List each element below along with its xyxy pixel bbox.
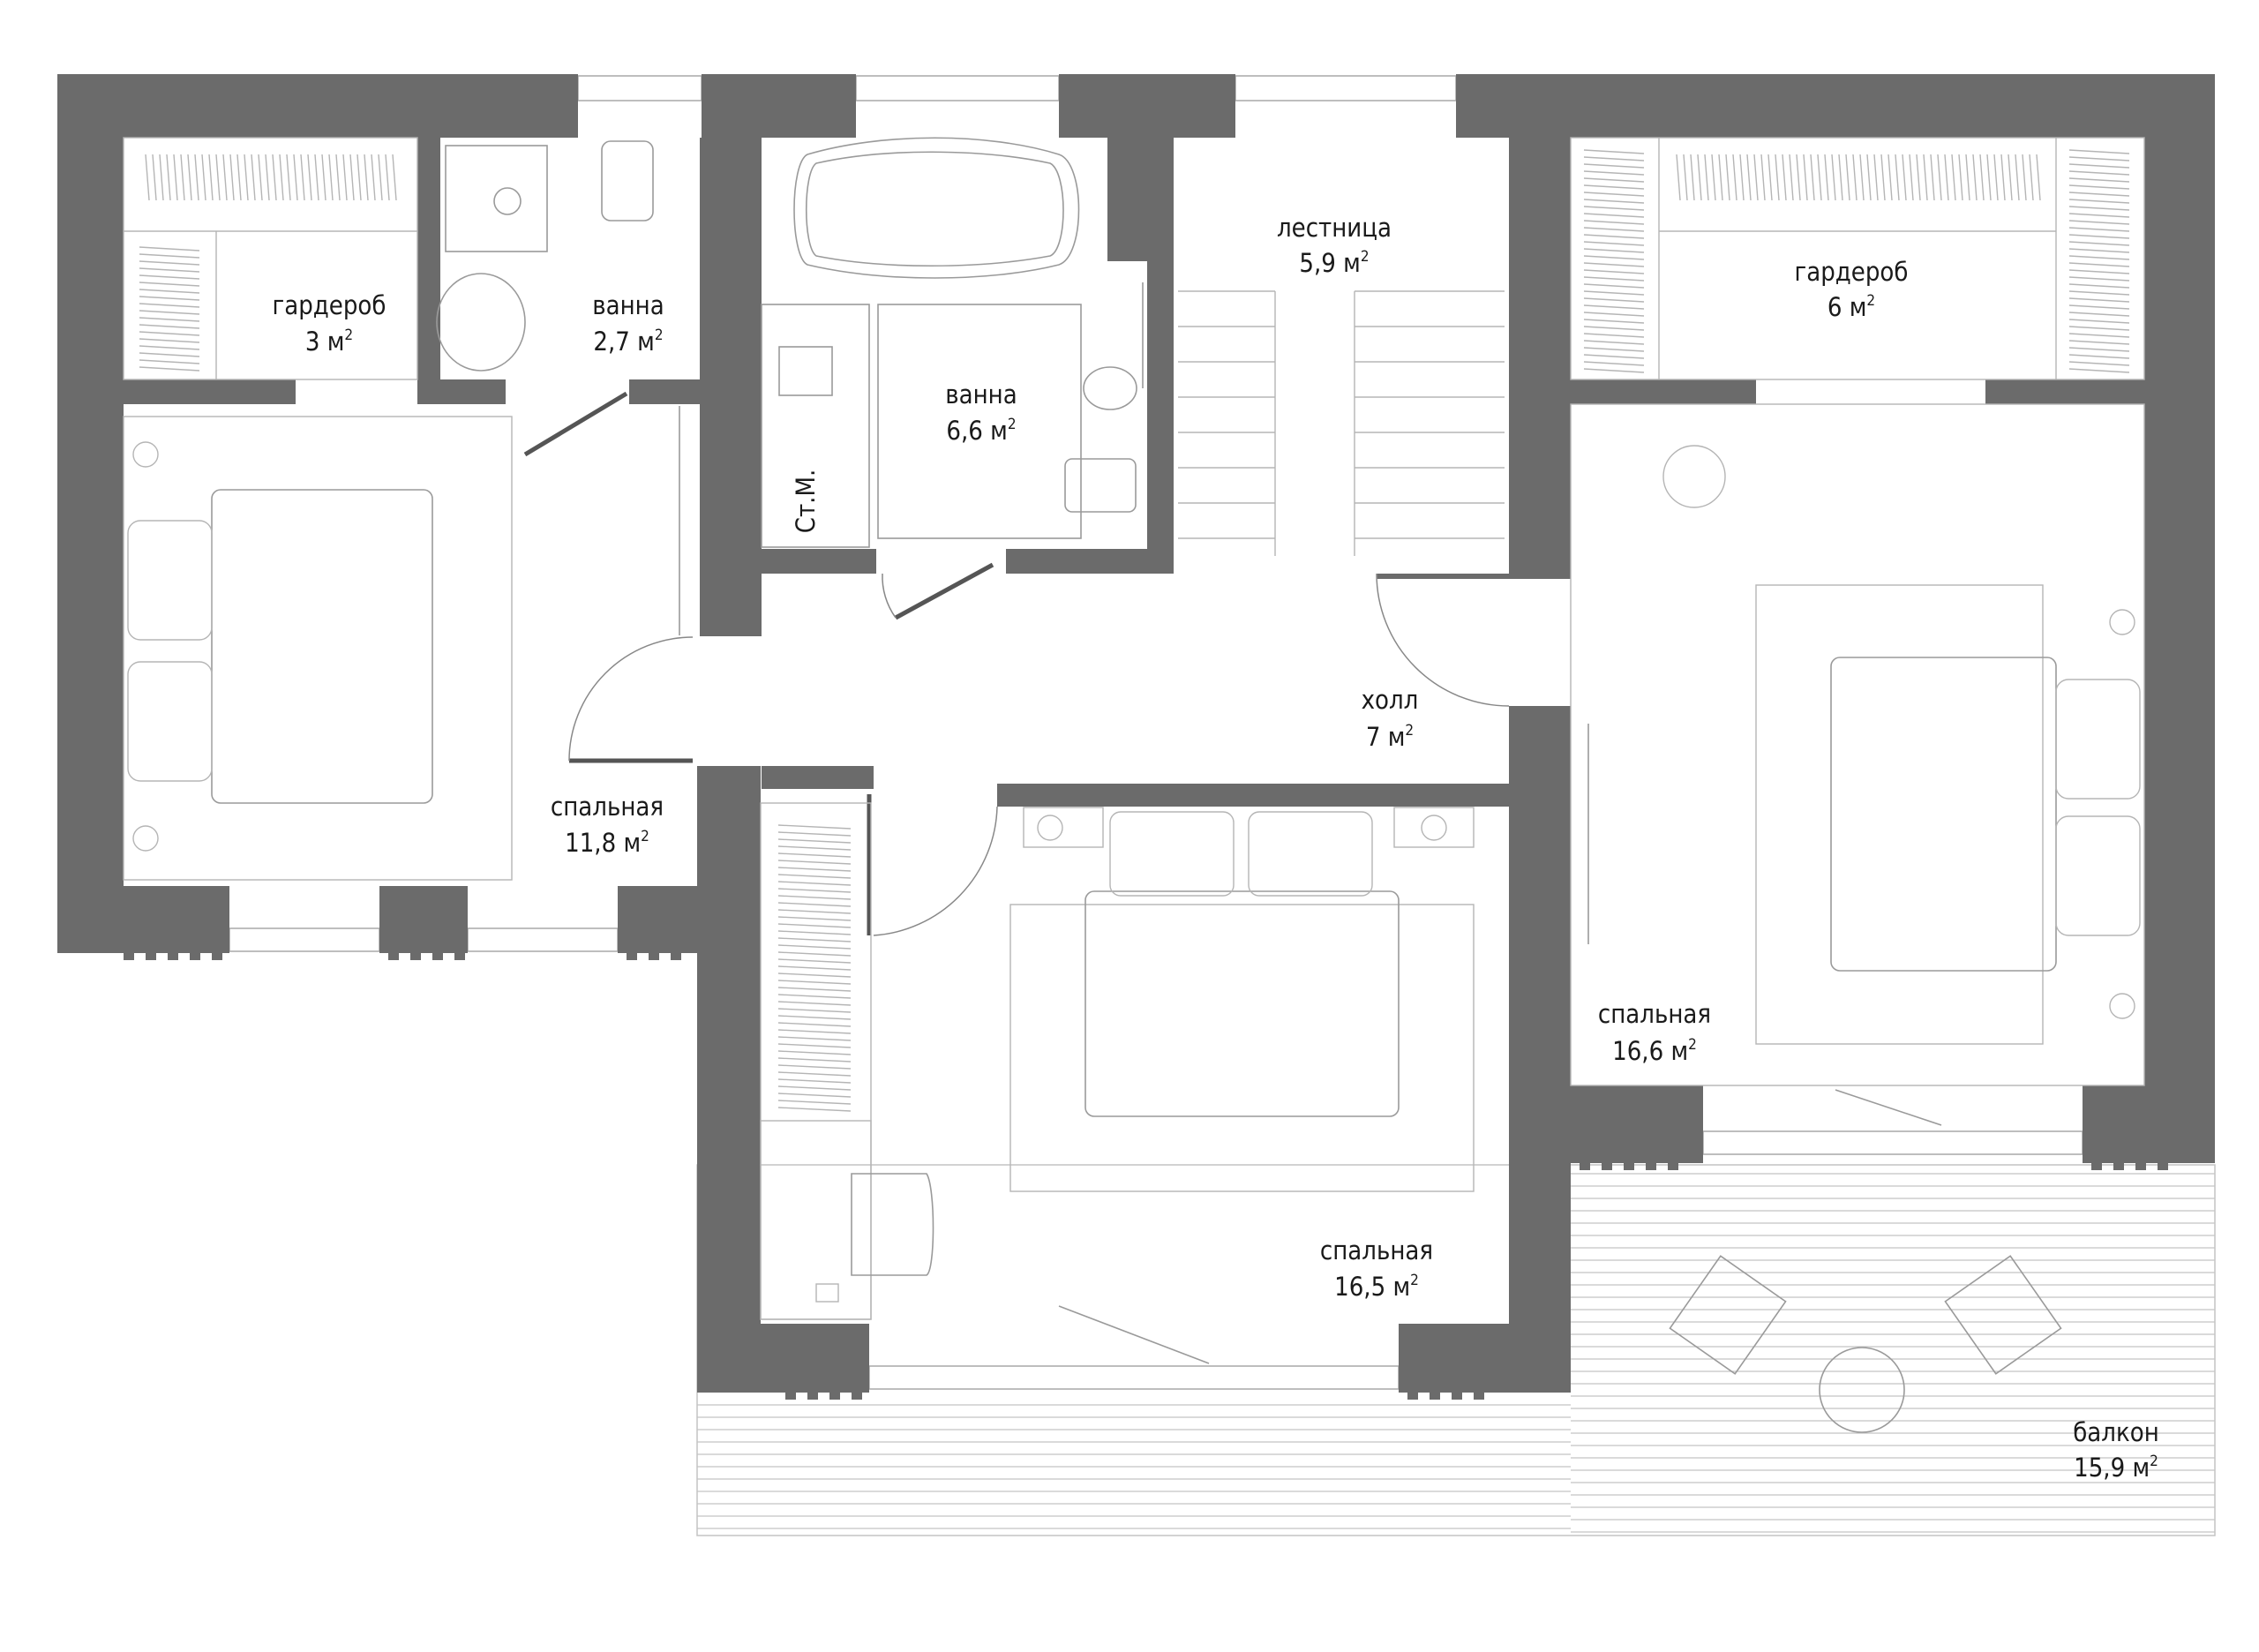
svg-text:16,5 м2: 16,5 м2	[1334, 1272, 1419, 1302]
label-laundry: Ст.М.	[791, 469, 821, 534]
doors	[523, 391, 1942, 1364]
svg-text:гардероб: гардероб	[273, 290, 387, 320]
label-wardrobe-large: гардероб 6 м2	[1795, 257, 1909, 322]
label-bath-large: ванна 6,6 м2	[945, 379, 1017, 446]
label-bath-small: ванна 2,7 м2	[592, 290, 664, 357]
sill-ticks	[124, 953, 2168, 1400]
svg-text:16,6 м2: 16,6 м2	[1612, 1036, 1697, 1066]
label-hall: холл 7 м2	[1362, 685, 1419, 752]
svg-text:гардероб: гардероб	[1795, 257, 1909, 287]
svg-text:6 м2: 6 м2	[1827, 292, 1875, 322]
svg-text:15,9 м2: 15,9 м2	[2074, 1453, 2158, 1483]
svg-text:спальная: спальная	[1598, 999, 1711, 1029]
svg-text:ванна: ванна	[592, 290, 664, 320]
label-stairs: лестница 5,9 м2	[1277, 213, 1392, 278]
label-bedroom-right: спальная 16,6 м2	[1598, 999, 1711, 1066]
svg-text:6,6 м2: 6,6 м2	[946, 416, 1016, 446]
svg-text:3 м2: 3 м2	[305, 327, 353, 357]
svg-text:спальная: спальная	[1320, 1235, 1433, 1265]
svg-text:5,9 м2: 5,9 м2	[1299, 248, 1369, 278]
svg-text:лестница: лестница	[1277, 213, 1392, 243]
label-bedroom-center: спальная 16,5 м2	[1320, 1235, 1433, 1302]
svg-text:холл: холл	[1362, 685, 1419, 715]
room-labels: гардероб 3 м2 ванна 2,7 м2 ванна 6,6 м2 …	[273, 213, 2159, 1483]
svg-text:7 м2: 7 м2	[1366, 722, 1414, 752]
svg-text:11,8 м2: 11,8 м2	[565, 828, 649, 858]
svg-text:ванна: ванна	[945, 379, 1017, 409]
label-bedroom-left: спальная 11,8 м2	[551, 792, 664, 858]
walls	[57, 74, 2215, 1393]
svg-text:балкон: балкон	[2073, 1417, 2159, 1447]
label-wardrobe-small: гардероб 3 м2	[273, 290, 387, 357]
furniture	[123, 137, 2145, 1433]
label-balcony: балкон 15,9 м2	[2073, 1417, 2159, 1483]
svg-text:Ст.М.: Ст.М.	[791, 469, 821, 534]
balcony-deck	[696, 1164, 2216, 1536]
svg-text:спальная: спальная	[551, 792, 664, 822]
svg-text:2,7 м2: 2,7 м2	[593, 327, 663, 357]
